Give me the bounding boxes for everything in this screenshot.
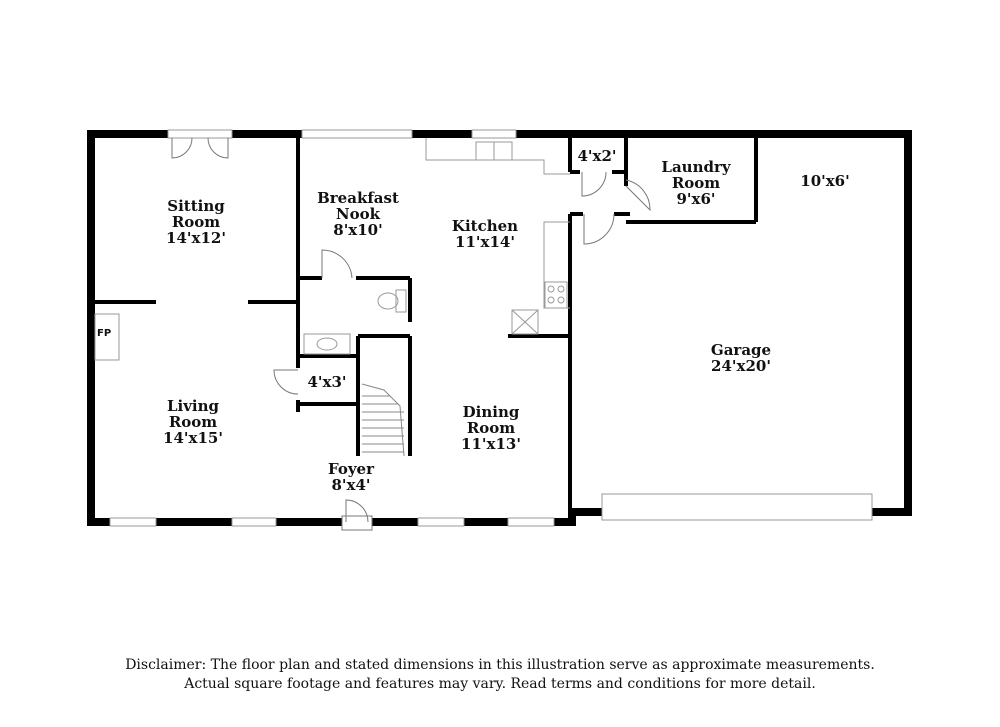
interior-walls [95, 134, 758, 522]
room-name: Room [466, 419, 516, 437]
window [417, 517, 465, 527]
room-name: Kitchen [451, 217, 519, 235]
vanity-sink [316, 337, 338, 351]
front-door-sill [341, 515, 373, 531]
disclaimer-line: Disclaimer: The floor plan and stated di… [125, 657, 875, 673]
room-dimension: 4'x2' [577, 147, 617, 165]
disclaimer: Disclaimer: The floor plan and stated di… [0, 656, 1000, 694]
burner [557, 296, 565, 304]
fireplace-label: FP [97, 328, 112, 339]
refrigerator [511, 309, 539, 335]
vanity [303, 333, 351, 355]
room-dimension: 14'x12' [166, 229, 226, 247]
window [471, 129, 517, 139]
door-swing [207, 137, 229, 159]
stair-rail [361, 383, 405, 457]
disclaimer-line: Actual square footage and features may v… [184, 676, 816, 692]
door-swing [321, 249, 353, 279]
room-dimension: 8'x4' [331, 476, 371, 494]
room-label-breakfast-nook: Breakfast Nook 8'x10' [317, 190, 399, 238]
room-dimension: 10'x6' [800, 172, 850, 190]
doors [171, 137, 651, 531]
room-label-foyer: Foyer 8'x4' [328, 461, 374, 493]
kitchen-counter [425, 138, 570, 175]
kitchen-counter [543, 221, 570, 309]
fixtures [94, 138, 570, 361]
window [301, 129, 413, 139]
door-swing [625, 179, 651, 212]
room-name: Laundry [661, 158, 731, 176]
room-name: Foyer [328, 460, 374, 478]
stairs [361, 383, 405, 457]
room-name: Sitting [167, 197, 225, 215]
window [109, 517, 157, 527]
room-dimension: 11'x13' [461, 435, 521, 453]
room-name: Nook [335, 205, 381, 223]
fireplace [94, 313, 120, 361]
room-label-living-room: Living Room 14'x15' [163, 398, 223, 446]
door-swing [581, 171, 607, 197]
door-swing [583, 213, 615, 245]
room-name: Breakfast [317, 189, 399, 207]
room-dimension: 4'x3' [307, 373, 347, 391]
room-label-storage-10x6: 10'x6' [800, 173, 849, 189]
refrigerator [511, 309, 539, 335]
burner [547, 296, 555, 304]
windows [109, 129, 873, 527]
window [167, 129, 233, 139]
door-swing [273, 369, 299, 395]
room-name: Room [171, 213, 221, 231]
room-name: Room [168, 413, 218, 431]
garage-door [601, 493, 873, 521]
window [231, 517, 277, 527]
room-label-garage: Garage 24'x20' [711, 342, 771, 374]
room-dimension: 24'x20' [711, 357, 771, 375]
room-name: Garage [710, 341, 772, 359]
room-label-closet-4x3: 4'x3' [307, 374, 346, 390]
room-label-sitting-room: Sitting Room 14'x12' [166, 198, 226, 246]
window [507, 517, 555, 527]
door-swing [345, 499, 369, 523]
room-name: Dining [462, 403, 520, 421]
room-dimension: 14'x15' [163, 429, 223, 447]
room-dimension: 8'x10' [333, 221, 383, 239]
toilet-bowl [377, 292, 399, 310]
room-label-laundry-room: Laundry Room 9'x6' [661, 159, 730, 207]
room-label-kitchen: Kitchen 11'x14' [452, 218, 518, 250]
room-name: Living [166, 397, 220, 415]
toilet-tank [395, 289, 407, 313]
burner [547, 285, 555, 293]
room-dimension: 11'x14' [455, 233, 515, 251]
burner [557, 285, 565, 293]
exterior-walls [87, 130, 912, 526]
room-dimension: 9'x6' [676, 190, 716, 208]
room-label-dining-room: Dining Room 11'x13' [461, 404, 521, 452]
door-swing [171, 137, 193, 159]
room-label-closet-4x2: 4'x2' [577, 148, 616, 164]
stove [544, 281, 568, 309]
room-name: Room [671, 174, 721, 192]
